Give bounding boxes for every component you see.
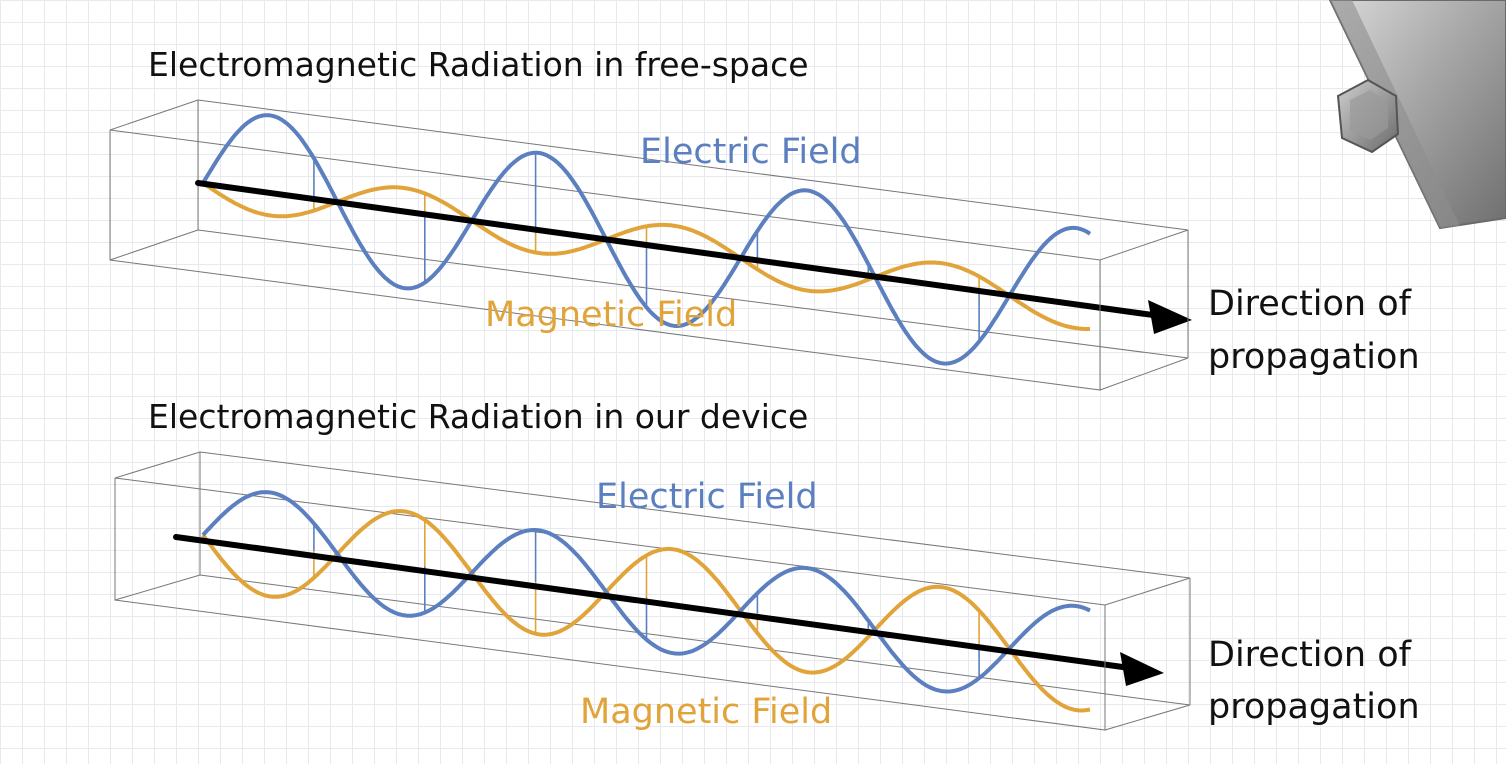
panel-title: Electromagnetic Radiation in free-space bbox=[148, 45, 809, 84]
electric-field-label: Electric Field bbox=[596, 477, 818, 517]
panel-free-space: Electromagnetic Radiation in free-space … bbox=[109, 45, 1420, 391]
electric-field-wave bbox=[201, 490, 1091, 694]
metal-enclosure-photo bbox=[1328, 0, 1506, 230]
direction-label-line2: propagation bbox=[1208, 337, 1420, 377]
magnetic-field-wave bbox=[201, 181, 1090, 331]
prism-front-edges bbox=[114, 478, 1191, 731]
magnetic-field-wave bbox=[201, 509, 1091, 713]
magnetic-field-label: Magnetic Field bbox=[580, 692, 832, 732]
panel-title: Electromagnetic Radiation in our device bbox=[148, 397, 808, 436]
direction-label-line1: Direction of bbox=[1208, 635, 1412, 675]
magnetic-field-label: Magnetic Field bbox=[485, 295, 737, 335]
propagation-axis bbox=[195, 180, 1163, 319]
wave-group bbox=[201, 113, 1092, 366]
propagation-axis bbox=[173, 534, 1133, 671]
electric-field-hatch-lines bbox=[313, 152, 980, 342]
prism-front-edges bbox=[109, 130, 1189, 391]
propagation-arrowhead bbox=[1148, 300, 1192, 334]
direction-label-line2: propagation bbox=[1208, 687, 1420, 727]
propagation-arrowhead bbox=[1120, 652, 1164, 686]
electric-field-label: Electric Field bbox=[640, 132, 862, 172]
wave-group bbox=[201, 490, 1091, 713]
electric-field-wave bbox=[201, 113, 1092, 366]
panel-our-device: Electromagnetic Radiation in our device … bbox=[114, 397, 1420, 732]
hex-bolt-icon bbox=[1336, 78, 1400, 154]
direction-label-line1: Direction of bbox=[1208, 284, 1412, 324]
